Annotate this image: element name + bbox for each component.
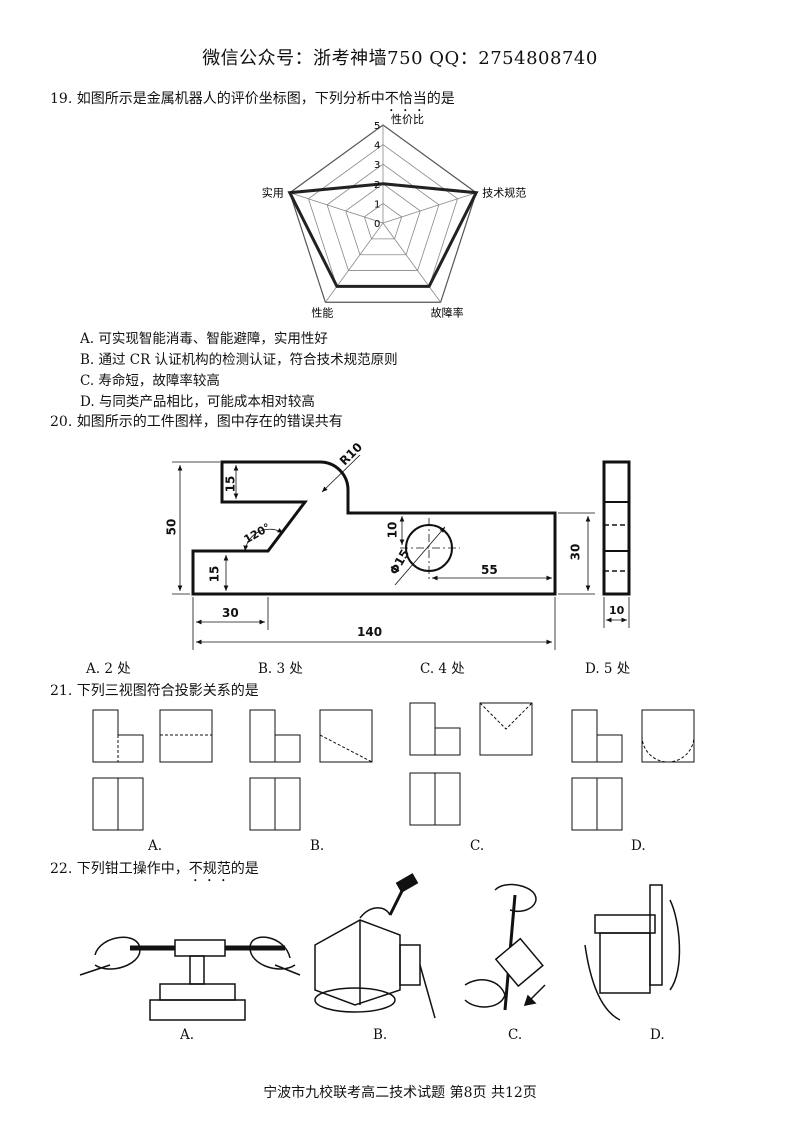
q20-option-a: A. 2 处 (86, 661, 131, 677)
q22-emphasis: 不规范 (188, 861, 231, 877)
q22-label-a: A. (180, 1027, 195, 1043)
q22-label-c: C. (508, 1027, 523, 1043)
q19-option-b: B. 通过 CR 认证机构的检测认证，符合技术规范原则 (80, 352, 398, 368)
square-illustration (584, 884, 681, 1021)
side-view (602, 460, 631, 596)
q20-stem: 20. 如图所示的工件图样，图中存在的错误共有 (50, 414, 343, 430)
radar-tick-label: 4 (374, 141, 380, 152)
radar-grid-ring (345, 183, 421, 256)
radar-tick-label: 2 (374, 180, 380, 191)
q21-label-d: D. (631, 838, 646, 854)
q21-stem: 21. 下列三视图符合投影关系的是 (50, 683, 259, 699)
q22-label-d: D. (650, 1027, 665, 1043)
radar-tick-label: 5 (374, 121, 380, 132)
filing-illustration (464, 883, 546, 1011)
q22-stem: 22. 下列钳工操作中，不规范的是 (50, 861, 259, 877)
radar-value-polygon (287, 182, 479, 288)
radar-tick-label: 1 (374, 199, 380, 210)
radar-axis-label: 性能 (311, 305, 333, 319)
workpiece-outline (191, 460, 557, 596)
vise-illustration (314, 873, 436, 1019)
radar-tick-label: 3 (374, 160, 380, 171)
radar-spoke (382, 222, 441, 303)
tapping-illustration (79, 936, 301, 1021)
radar-axis-label: 故障率 (431, 305, 464, 319)
radar-spoke (382, 192, 477, 224)
q20-option-b: B. 3 处 (258, 661, 303, 677)
q19-option-d: D. 与同类产品相比，可能成本相对较高 (80, 394, 315, 410)
page-header: 微信公众号：浙考神墙750 QQ：2754808740 (202, 48, 598, 69)
radar-axis-label: 实用 (262, 186, 284, 200)
radar-grid-ring (289, 124, 477, 303)
radar-grid-ring (326, 163, 440, 271)
radar-spoke (325, 222, 384, 303)
radar-axis-label: 技术规范 (482, 186, 526, 200)
radar-spoke (289, 192, 384, 224)
q19-option-a: A. 可实现智能消毒、智能避障，实用性好 (80, 331, 328, 347)
page-footer: 宁波市九校联考高二技术试题 第8页 共12页 (263, 1085, 537, 1101)
q20-option-c: C. 4 处 (420, 661, 465, 677)
dim-55: 55 (481, 563, 498, 577)
q21-label-a: A. (148, 838, 163, 854)
dim-140: 140 (357, 625, 383, 639)
q21-label-c: C. (470, 838, 485, 854)
q19-stem: 19. 如图所示是金属机器人的评价坐标图，下列分析中不恰当的是 (50, 91, 455, 107)
radar-grid-ring (363, 202, 403, 240)
radar-tick-label: 0 (374, 219, 380, 230)
radar-axis-label: 性价比 (391, 112, 424, 126)
q21-label-b: B. (310, 838, 325, 854)
dim-10-side: 10 (609, 604, 625, 617)
q19-option-c: C. 寿命短，故障率较高 (80, 373, 220, 389)
q20-option-d: D. 5 处 (585, 661, 631, 677)
q22-label-b: B. (373, 1027, 388, 1043)
q19-emphasis: 不恰当 (384, 91, 427, 107)
dim-30-bottom: 30 (222, 606, 239, 620)
